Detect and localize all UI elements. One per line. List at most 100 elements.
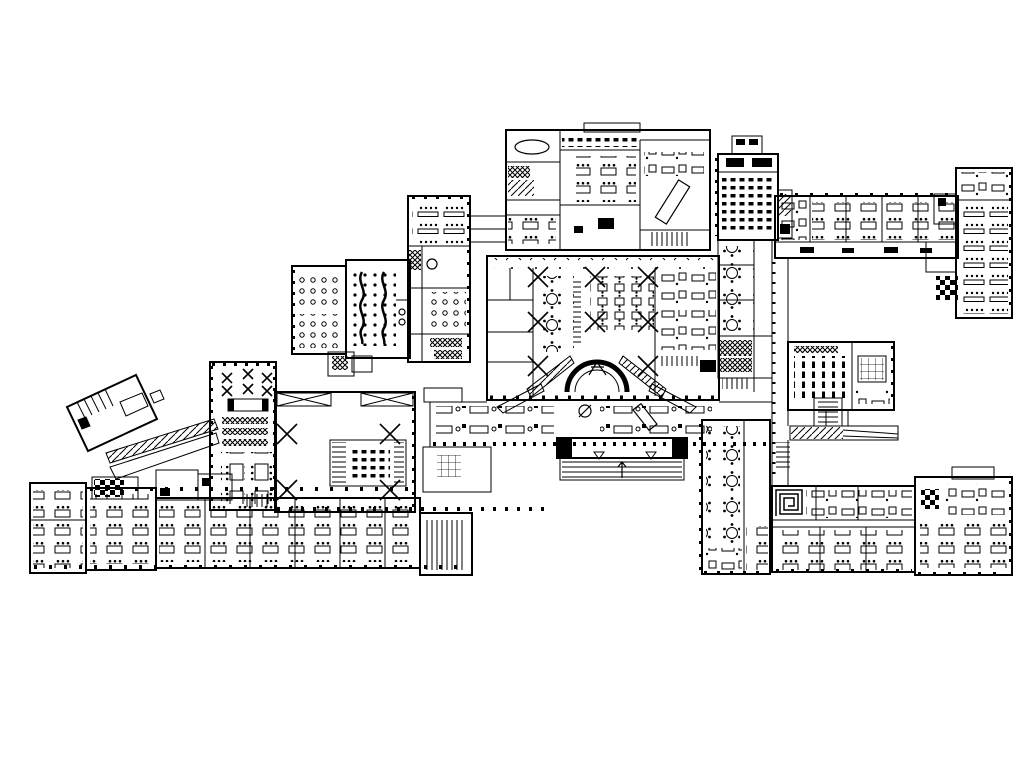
service-block bbox=[508, 166, 530, 178]
plan-line bbox=[104, 388, 114, 407]
planter-strip bbox=[490, 258, 716, 269]
plan-line bbox=[90, 395, 100, 413]
plan-fill bbox=[860, 358, 884, 380]
plan-circle bbox=[398, 308, 406, 316]
classroom-mid bbox=[426, 292, 466, 332]
plan-solid bbox=[262, 399, 268, 411]
table-flower bbox=[261, 385, 273, 397]
plan-solid bbox=[202, 478, 210, 486]
plan-solid bbox=[800, 247, 814, 253]
dining-hall bbox=[486, 255, 720, 401]
plan-fill bbox=[33, 490, 83, 518]
sw-steps bbox=[426, 520, 466, 570]
door-mark-west bbox=[593, 451, 605, 460]
column-mark bbox=[276, 423, 298, 445]
column-mark bbox=[527, 311, 549, 333]
utility-room bbox=[777, 200, 807, 240]
plan-fill bbox=[90, 494, 152, 564]
column-circle bbox=[578, 404, 592, 418]
desk-row-north bbox=[562, 134, 638, 147]
table-flower bbox=[261, 372, 273, 384]
plan-solid bbox=[752, 158, 772, 167]
service-hatch bbox=[508, 180, 534, 196]
east-stair bbox=[776, 442, 790, 470]
counter bbox=[222, 439, 268, 446]
annex-core bbox=[77, 416, 91, 430]
lobby-bench bbox=[632, 402, 658, 432]
sw-room-east bbox=[419, 512, 473, 576]
classroom-sw bbox=[508, 218, 556, 244]
lecture-seats bbox=[722, 176, 774, 234]
walkway-bridge bbox=[105, 418, 219, 464]
lobby-north-room bbox=[423, 387, 463, 403]
grid-table bbox=[437, 455, 461, 477]
plan-solid bbox=[726, 158, 744, 167]
plan-fill bbox=[159, 504, 417, 562]
plan-solid bbox=[672, 438, 687, 457]
conference-table bbox=[514, 139, 550, 155]
nw-stub bbox=[327, 351, 355, 377]
mid-lecture-seats bbox=[794, 356, 848, 400]
servery-counter bbox=[658, 356, 698, 366]
auditorium-ramp bbox=[394, 442, 404, 484]
north-stair bbox=[648, 232, 688, 246]
ramp-west bbox=[526, 355, 575, 398]
plan-fill bbox=[856, 390, 890, 404]
east-court bbox=[925, 241, 957, 273]
se-north-stub bbox=[951, 466, 995, 480]
auditorium-seats bbox=[350, 447, 390, 481]
servery-north bbox=[658, 272, 716, 306]
column-mark bbox=[584, 311, 606, 333]
plan-fill bbox=[720, 358, 752, 372]
plan-fill bbox=[409, 250, 421, 270]
north-block-roof-stub bbox=[583, 122, 641, 133]
spiral-room bbox=[775, 489, 803, 516]
long-ramp bbox=[789, 425, 899, 441]
plan-line bbox=[842, 429, 899, 435]
chair-rows bbox=[298, 274, 342, 308]
office-tables bbox=[706, 426, 740, 544]
plan-line bbox=[842, 435, 899, 439]
junction-room bbox=[197, 473, 233, 501]
annex-stub bbox=[149, 389, 165, 404]
plan-solid bbox=[228, 399, 234, 411]
meeting-tables bbox=[720, 246, 754, 332]
plan-fill bbox=[945, 483, 1005, 515]
truss-east bbox=[360, 392, 414, 407]
buffet-counter bbox=[573, 280, 581, 346]
plan-solid bbox=[574, 226, 583, 233]
se-wing-west bbox=[701, 419, 771, 575]
serpentine-chairs bbox=[352, 268, 396, 346]
plan-line bbox=[276, 392, 332, 407]
ne-offices bbox=[812, 202, 956, 240]
annex-room bbox=[119, 392, 149, 417]
servery-mid bbox=[658, 310, 716, 350]
plan-circle bbox=[398, 318, 406, 326]
counter bbox=[222, 417, 268, 424]
plan-fill bbox=[818, 401, 838, 424]
table-flower bbox=[242, 368, 254, 380]
se-stair bbox=[921, 489, 939, 509]
plan-fill bbox=[33, 524, 83, 568]
conference-room-east bbox=[857, 355, 887, 383]
plan-solid bbox=[160, 488, 170, 496]
entrance-steps-frame bbox=[559, 457, 685, 481]
plan-solid bbox=[938, 198, 946, 206]
nw-classroom-east bbox=[345, 259, 411, 359]
east-classrooms bbox=[960, 204, 1008, 314]
table-flower bbox=[221, 372, 233, 384]
plan-fill bbox=[794, 346, 838, 353]
entry-arrow bbox=[617, 461, 627, 478]
plan-line bbox=[360, 392, 414, 407]
plan-solid bbox=[700, 360, 716, 372]
stair-figure bbox=[588, 361, 607, 376]
plan-line bbox=[83, 398, 93, 416]
grid-room bbox=[422, 446, 492, 493]
plan-line bbox=[97, 392, 107, 410]
round-tables bbox=[536, 276, 574, 352]
lobby-furniture-west bbox=[436, 406, 554, 438]
plan-fill bbox=[746, 526, 768, 570]
east-stair-grid bbox=[936, 276, 958, 300]
